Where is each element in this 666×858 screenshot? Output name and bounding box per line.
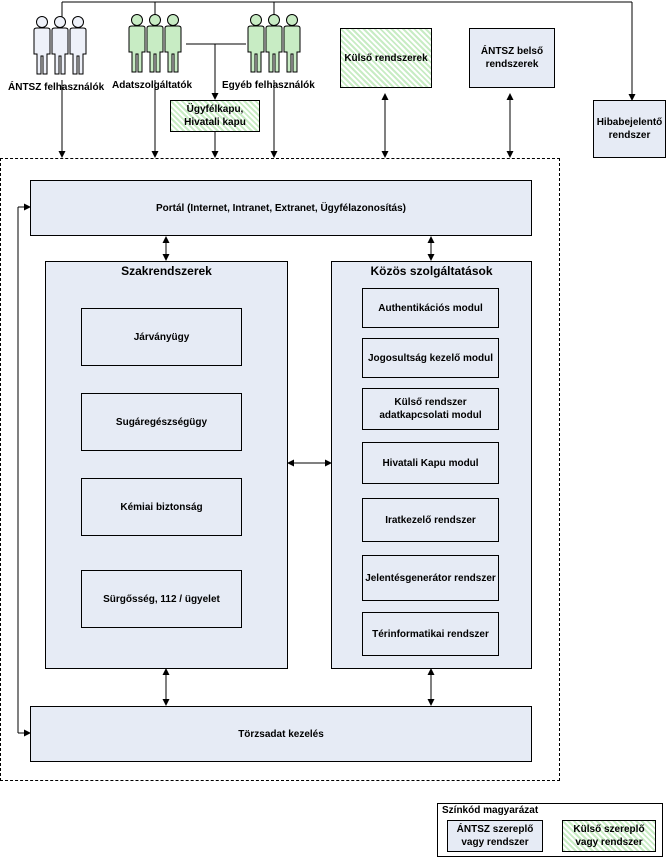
szak-item: Kémiai biztonság [81,478,242,536]
antsz-belso-box: ÁNTSZ belső rendszerek [469,28,555,88]
kozos-item: Jogosultság kezelő modul [362,338,499,378]
szak-item: Sugáregészségügy [81,393,242,451]
legend-title: Színkód magyarázat [442,805,539,816]
szak-item: Járványügy [81,308,242,366]
portal-box: Portál (Internet, Intranet, Extranet, Üg… [30,180,532,236]
szakrendszerek-title: Szakrendszerek [121,264,212,278]
kozos-item: Jelentésgenerátor rendszer [362,555,499,601]
kozos-item: Térinformatikai rendszer [362,612,499,656]
torzsadat-box: Törzsadat kezelés [30,706,532,762]
antsz-users-icon [33,16,87,75]
other-users-label: Egyéb felhasználók [222,80,315,91]
hibabejelento-box: Hibabejelentő rendszer [593,100,666,158]
legend: Színkód magyarázat ÁNTSZ szereplő vagy r… [437,803,663,857]
legend-external: Külső szereplő vagy rendszer [562,820,656,852]
kulso-rendszerek-box: Külső rendszerek [340,28,432,88]
system-boundary [0,158,560,781]
kozos-item: Hivatali Kapu modul [362,442,499,484]
kozos-item: Iratkezelő rendszer [362,498,499,542]
legend-internal: ÁNTSZ szereplő vagy rendszer [447,820,543,852]
data-providers-icon [128,14,182,73]
kozos-title: Közös szolgáltatások [370,264,493,278]
other-users-icon [247,14,301,73]
kozos-item: Authentikációs modul [362,288,499,328]
ugyfelkapu-box: Ügyfélkapu, Hivatali kapu [170,100,260,132]
antsz-users-label: ÁNTSZ felhasználók [8,82,105,93]
szak-item: Sürgősség, 112 / ügyelet [81,570,242,628]
data-providers-label: Adatszolgáltatók [112,80,193,91]
kozos-item: Külső rendszer adatkapcsolati modul [362,388,499,430]
